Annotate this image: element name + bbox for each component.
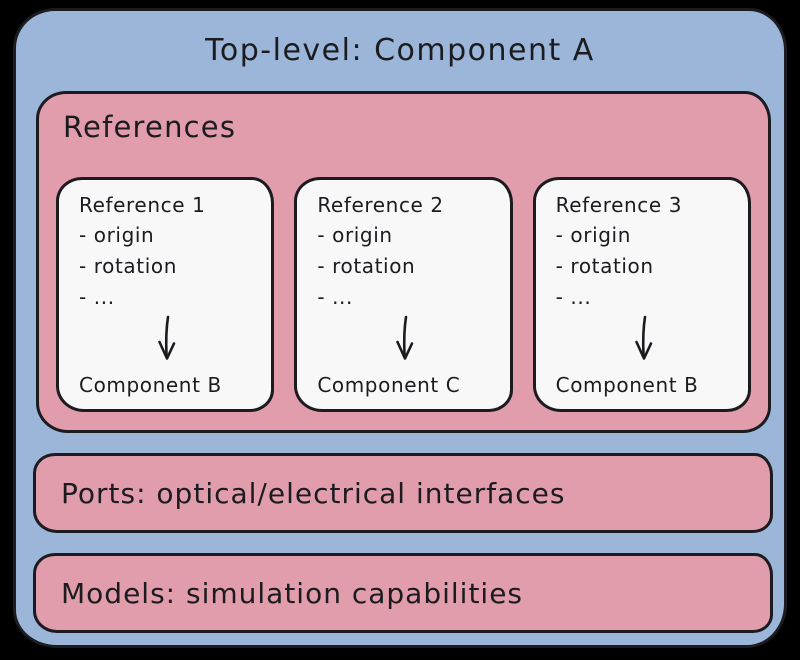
reference-attribute: - rotation	[79, 254, 178, 278]
reference-card-3: Reference 3 - origin - rotation - ... Co…	[532, 177, 751, 412]
reference-target-component: Component C	[317, 373, 461, 397]
reference-card-title: Reference 3	[555, 193, 683, 217]
references-cards-row: Reference 1 - origin - rotation - ... Co…	[56, 177, 751, 412]
arrow-down-icon	[635, 315, 653, 360]
top-level-component-box: Top-level: Component A References Refere…	[13, 8, 787, 648]
reference-target-component: Component B	[555, 373, 699, 397]
top-level-title: Top-level: Component A	[205, 33, 595, 68]
reference-attribute: - ...	[317, 285, 353, 309]
reference-target-component: Component B	[79, 373, 222, 397]
arrow-down-icon	[158, 315, 176, 360]
models-section: Models: simulation capabilities	[33, 553, 773, 633]
reference-attribute: - rotation	[317, 254, 416, 278]
reference-attribute: - origin	[79, 223, 155, 247]
reference-attribute: - ...	[555, 285, 592, 309]
references-section: References Reference 1 - origin - rotati…	[36, 91, 771, 433]
arrow-down-icon	[396, 315, 414, 360]
reference-attribute: - ...	[79, 285, 115, 309]
reference-card-1: Reference 1 - origin - rotation - ... Co…	[56, 177, 275, 412]
ports-section-label: Ports: optical/electrical interfaces	[61, 476, 566, 510]
reference-attribute: - rotation	[555, 254, 654, 278]
reference-attribute: - origin	[555, 223, 631, 247]
references-section-label: References	[63, 110, 237, 144]
reference-card-title: Reference 1	[79, 193, 206, 217]
models-section-label: Models: simulation capabilities	[61, 576, 524, 610]
reference-card-2: Reference 2 - origin - rotation - ... Co…	[294, 177, 513, 412]
reference-card-title: Reference 2	[317, 193, 444, 217]
ports-section: Ports: optical/electrical interfaces	[33, 453, 773, 533]
reference-attribute: - origin	[317, 223, 393, 247]
